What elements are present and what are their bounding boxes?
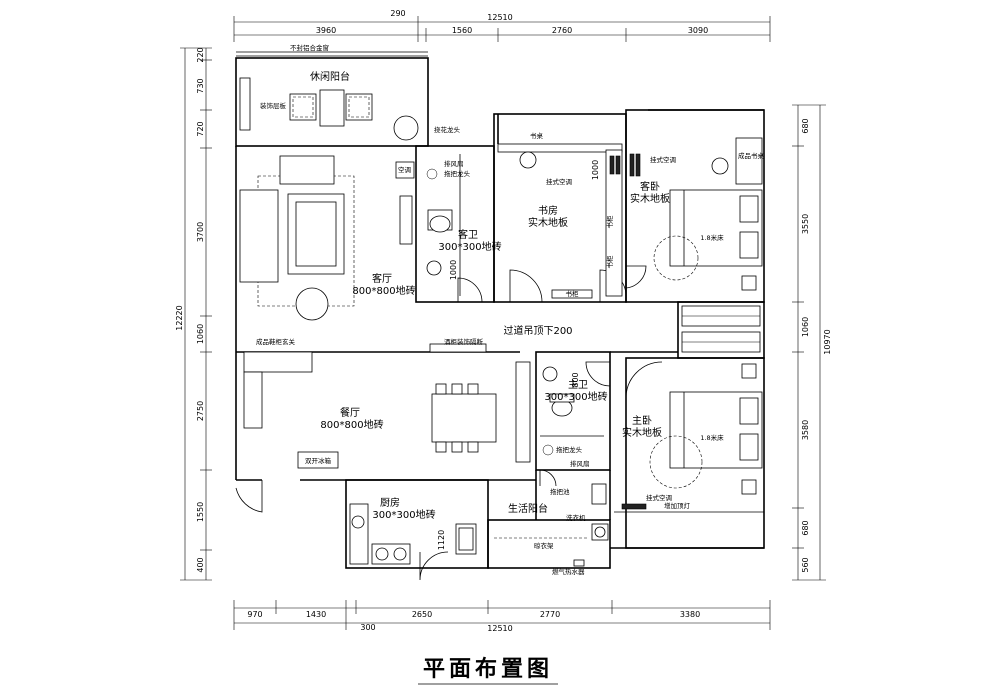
guest-bedroom: 挂式空调 成品书桌 客卧 实木地板 1.8米床: [629, 137, 765, 291]
dim-left-seg-6: 2750: [196, 401, 205, 421]
study-label: 书房: [538, 204, 558, 217]
ac-note: 空调: [398, 165, 411, 174]
dim-bottom-seg-1: 970: [247, 610, 262, 619]
dimension-right: 680 3550 1060 3580 680 560 10970: [792, 104, 832, 581]
dim-inner-2: 1000: [591, 160, 600, 180]
dimension-top: 12510 290 3960 1560 2760 3090: [233, 9, 771, 42]
wine-partition-note: 酒柜装饰隔断: [444, 337, 484, 346]
service-balcony: 生活阳台 拖把池 洗衣机 晾衣架 燃气热水器: [494, 483, 609, 576]
guest-bed-floor: 实木地板: [630, 192, 670, 205]
dim-bottom-seg-5: 3380: [680, 610, 700, 619]
dim-bottom-offset: 300: [360, 623, 375, 632]
living-label: 客厅: [372, 272, 392, 285]
dim-left-seg-4: 3700: [196, 222, 205, 242]
dining-label: 餐厅: [340, 406, 360, 419]
dim-right-seg-6: 560: [801, 557, 810, 572]
study-shelf-c: 书柜: [566, 289, 580, 298]
dim-left-seg-1: 220: [196, 47, 205, 62]
master-bath-label: 主卫: [568, 379, 588, 391]
deco-board-note: 装饰层板: [260, 101, 287, 110]
corridor: 过道吊顶下200 成品鞋柜玄关 酒柜装饰隔断: [243, 324, 573, 429]
living-floor: 800*800地砖: [352, 284, 415, 297]
kitchen: 厨房 300*300地砖 1120: [349, 496, 477, 565]
dim-inner-1: 1000: [449, 260, 458, 280]
balcony-furniture: 休闲阳台 不封铝合金窗 装饰层板 挠花龙头: [239, 43, 461, 141]
fridge-note: 双开冰箱: [305, 456, 332, 465]
study-shelf-a: 书柜: [605, 215, 614, 229]
mop-pool-note: 拖把池: [550, 487, 570, 496]
drawing-title: 平面布置图: [423, 656, 553, 682]
master-bedroom: 主卧 实木地板 1.8米床 挂式空调 增加顶灯: [614, 391, 764, 513]
window-note: 不封铝合金窗: [290, 43, 329, 52]
guest-bath-floor: 300*300地砖: [438, 240, 501, 253]
dim-left-seg-3: 720: [196, 121, 205, 136]
dim-right-seg-2: 3550: [801, 214, 810, 234]
kitchen-label: 厨房: [380, 496, 400, 509]
corridor-label: 过道吊顶下200: [503, 324, 572, 337]
doors: [235, 265, 663, 581]
dim-bottom-seg-3: 2650: [412, 610, 432, 619]
guest-bath-label: 客卫: [458, 228, 478, 241]
dim-left-seg-7: 1550: [196, 502, 205, 522]
guest-bath: 排风扇 拖把龙头 客卫 300*300地砖 1000: [426, 154, 502, 296]
dining-floor: 800*800地砖: [320, 418, 383, 431]
master-bed-label: 主卧: [632, 414, 652, 427]
study-floor: 实木地板: [528, 216, 568, 229]
master-bath: 800 主卫 300*300地砖 拖把龙头 排风扇: [540, 366, 608, 468]
dim-right-seg-5: 680: [801, 520, 810, 535]
dim-top-offset: 290: [390, 9, 405, 18]
dim-left-seg-5: 1060: [196, 324, 205, 344]
dining: 餐厅 800*800地砖 双开冰箱: [297, 361, 531, 469]
dim-bottom-seg-2: 1430: [306, 610, 326, 619]
kitchen-floor: 300*300地砖: [372, 508, 435, 521]
dim-top-seg-4: 3090: [688, 26, 708, 35]
shoe-cabinet-note: 成品鞋柜玄关: [256, 337, 296, 346]
dim-right-seg-4: 3580: [801, 420, 810, 440]
dryer-rack-note: 晾衣架: [534, 541, 554, 550]
dim-top-seg-3: 2760: [552, 26, 572, 35]
exhaust-note-2: 排风扇: [570, 459, 590, 468]
exhaust-note-1: 排风扇: [444, 159, 464, 168]
master-bed-size: 1.8米床: [700, 433, 724, 442]
dim-right-seg-1: 680: [801, 118, 810, 133]
master-ac-note: 挂式空调: [646, 493, 672, 502]
dimension-left: 12220 220 730 720 3700 1060 2750 1550 40…: [175, 47, 212, 581]
dim-right-overall: 10970: [823, 329, 832, 354]
balcony-label: 休闲阳台: [310, 70, 350, 83]
dim-inner-4: 1120: [437, 530, 446, 550]
guest-bed-label: 客卧: [640, 180, 660, 193]
dim-left-seg-2: 730: [196, 78, 205, 93]
service-balcony-label: 生活阳台: [508, 502, 548, 515]
master-bath-floor: 300*300地砖: [544, 390, 607, 403]
dim-right-seg-3: 1060: [801, 317, 810, 337]
dimension-bottom: 970 1430 2650 2770 3380 300 12510: [233, 600, 771, 633]
ceiling-light-note: 增加顶灯: [664, 501, 691, 510]
guest-bed-size: 1.8米床: [700, 233, 724, 242]
bookcase-note: 成品书桌: [738, 151, 765, 160]
study-ac-note: 挂式空调: [546, 177, 572, 186]
dim-inner-3: 800: [571, 372, 580, 387]
dim-left-seg-8: 400: [196, 557, 205, 572]
study-shelf-b: 书柜: [605, 255, 614, 269]
mop-faucet-note-2: 拖把龙头: [556, 445, 583, 454]
dim-bottom-overall: 12510: [487, 624, 512, 633]
washer-note: 洗衣机: [566, 513, 586, 522]
wardrobes: [681, 305, 761, 379]
desk-note: 书桌: [530, 131, 544, 140]
dim-top-seg-2: 1560: [452, 26, 472, 35]
dim-bottom-seg-4: 2770: [540, 610, 560, 619]
guest-ac-note: 挂式空调: [650, 155, 676, 164]
faucet-note: 挠花龙头: [434, 125, 461, 134]
mop-faucet-note-1: 拖把龙头: [444, 169, 471, 178]
dim-left-overall: 12220: [175, 305, 184, 330]
heater-note: 燃气热水器: [552, 567, 585, 576]
study: 书桌 挂式空调 书房 实木地板 书柜 书柜 书柜 1000: [497, 131, 623, 299]
dim-top-seg-1: 3960: [316, 26, 336, 35]
dim-top-overall: 12510: [487, 13, 512, 22]
living-room: 客厅 800*800地砖 空调: [239, 155, 416, 321]
master-bed-floor: 实木地板: [622, 426, 662, 439]
